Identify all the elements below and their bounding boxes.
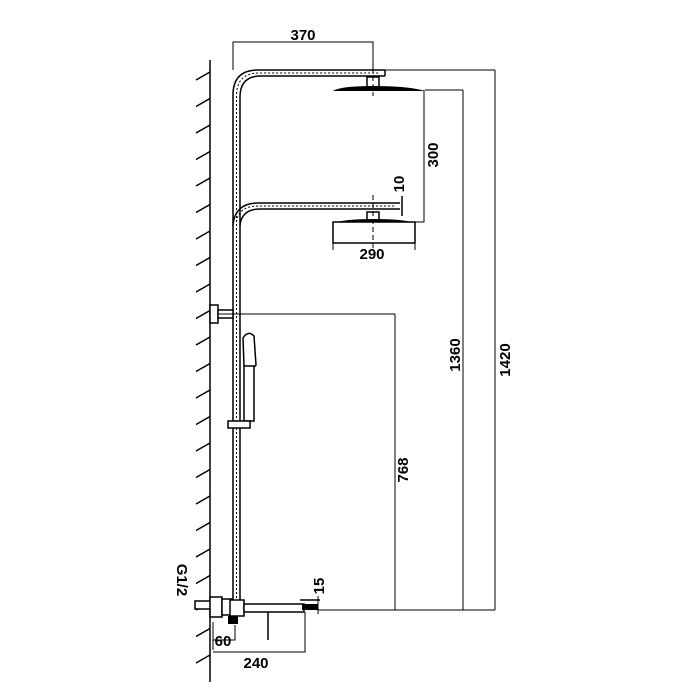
wall xyxy=(195,60,211,682)
hatch-line xyxy=(195,336,211,346)
dim-label-240: 240 xyxy=(243,655,268,672)
hand-shower xyxy=(227,332,257,429)
hatch-line xyxy=(195,309,211,320)
hatch-line xyxy=(195,627,211,638)
hatch-line xyxy=(195,97,211,108)
dim-label-370: 370 xyxy=(290,27,315,44)
hatch-line xyxy=(195,442,211,452)
hatch-line xyxy=(195,177,211,187)
hatch-line xyxy=(195,495,211,505)
lower-shower-arm xyxy=(232,196,403,226)
dimension-lines xyxy=(212,41,496,653)
wall-bracket xyxy=(209,304,395,324)
dim-label-1420: 1420 xyxy=(497,343,514,376)
dim-label-15: 15 xyxy=(311,578,328,595)
hatch-line xyxy=(195,230,211,240)
hatch-line xyxy=(195,124,211,134)
hatch-line xyxy=(195,71,211,81)
hatch-line xyxy=(195,203,211,214)
hatch-line xyxy=(195,654,211,664)
dim-label-290: 290 xyxy=(359,246,384,263)
hatch-line xyxy=(195,283,211,293)
hatch-line xyxy=(195,415,211,426)
riser-pipe xyxy=(232,69,495,600)
hatch-line xyxy=(195,574,211,585)
dim-label-60: 60 xyxy=(215,633,232,650)
hatch-line xyxy=(195,256,211,267)
hatch-line xyxy=(195,362,211,373)
dim-label-768: 768 xyxy=(395,457,412,482)
dim-label-10: 10 xyxy=(391,176,408,193)
hatch-line xyxy=(195,548,211,558)
hatch-line xyxy=(195,468,211,479)
dim-label-1360: 1360 xyxy=(447,338,464,371)
overhead-shower-head xyxy=(333,60,425,96)
dim-label-g12: G1/2 xyxy=(173,564,190,597)
thermostatic-mixer xyxy=(194,596,495,640)
hatch-line xyxy=(195,521,211,532)
wall-hatching xyxy=(195,71,211,664)
lower-shower-head xyxy=(332,195,416,250)
hatch-line xyxy=(195,389,211,399)
hatch-line xyxy=(195,150,211,161)
dim-label-300: 300 xyxy=(425,142,442,167)
